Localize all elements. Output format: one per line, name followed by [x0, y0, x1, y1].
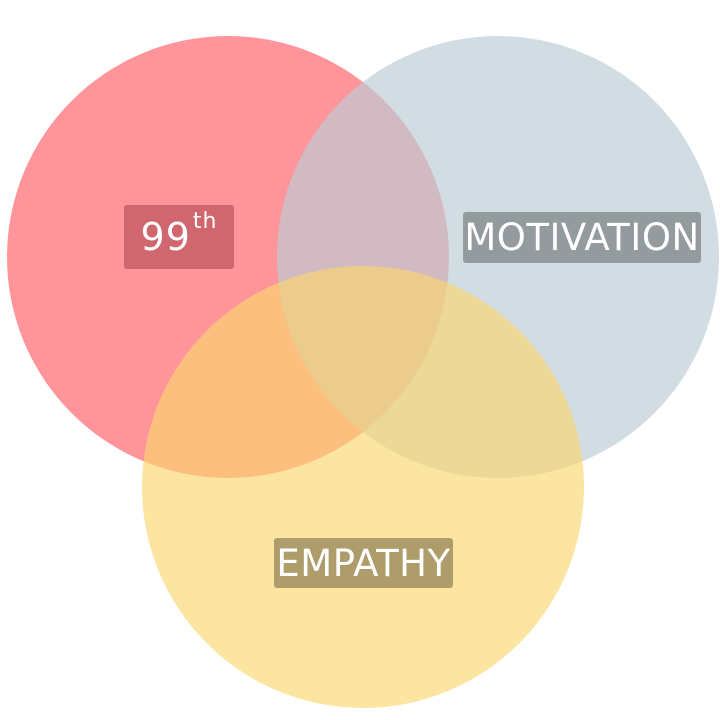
label-motivation: MOTIVATION [463, 212, 701, 263]
label-empathy: EMPATHY [274, 538, 453, 588]
label-motivation-text: MOTIVATION [464, 216, 700, 259]
label-99th-suffix: th [192, 208, 218, 234]
circle-empathy [142, 266, 584, 708]
label-99th-main: 99 [140, 215, 191, 259]
label-empathy-text: EMPATHY [276, 541, 451, 585]
